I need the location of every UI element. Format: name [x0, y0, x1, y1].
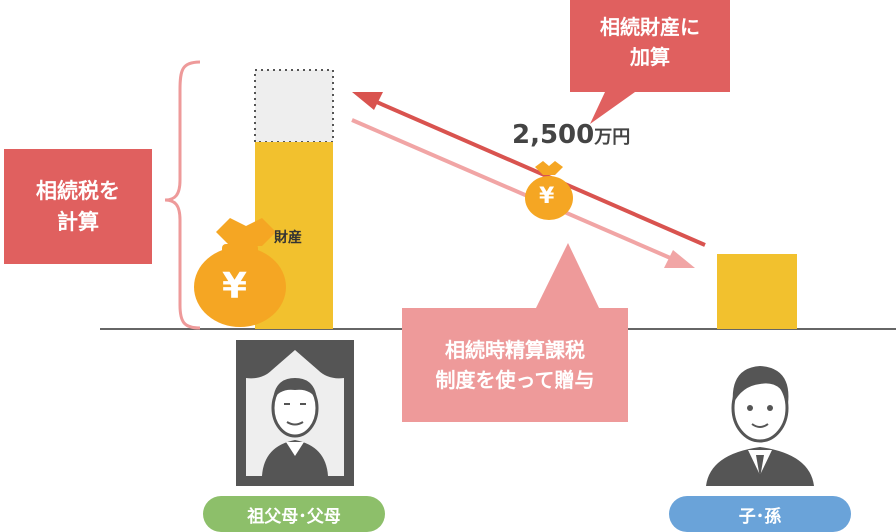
add-to-estate-label: 相続財産に 加算: [600, 15, 700, 69]
gift-bar: [717, 254, 797, 329]
money-bag-icon: [194, 218, 286, 327]
inheritance-tax-callout: 相続税を 計算: [4, 149, 152, 264]
gift-callout-tail: [535, 243, 600, 310]
gift-system-callout: 相続時精算課税 制度を使って贈与: [402, 308, 628, 422]
big-bag-yen-label: ¥: [222, 266, 248, 307]
young-man-icon: [706, 366, 814, 486]
grandparents-parents-label: 祖父母･父母: [247, 506, 341, 527]
amount-label: 2,500万円: [512, 120, 630, 150]
add-to-estate-callout-shape: [570, 0, 730, 124]
children-grandchildren-label: 子･孫: [738, 506, 782, 527]
estate-label: 財産: [274, 230, 302, 246]
amount-number: 2,500: [512, 120, 595, 150]
amount-unit: 万円: [594, 127, 631, 148]
added-estate-placeholder: [254, 69, 334, 143]
yen-coin-bag-icon: [525, 161, 573, 220]
elder-portrait-icon: [236, 340, 354, 486]
grandparents-parents-pill: 祖父母･父母: [203, 496, 385, 532]
add-back-arrow: [371, 98, 706, 247]
small-bag-yen-label: ¥: [539, 184, 555, 209]
children-grandchildren-pill: 子･孫: [669, 496, 851, 532]
curly-brace-icon: [164, 60, 201, 330]
inheritance-tax-calc-label: 相続税を 計算: [36, 179, 120, 234]
gift-system-label: 相続時精算課税 制度を使って贈与: [435, 338, 595, 392]
add-to-estate-callout: 相続財産に 加算: [570, 12, 730, 84]
gift-arrow: [351, 118, 676, 262]
